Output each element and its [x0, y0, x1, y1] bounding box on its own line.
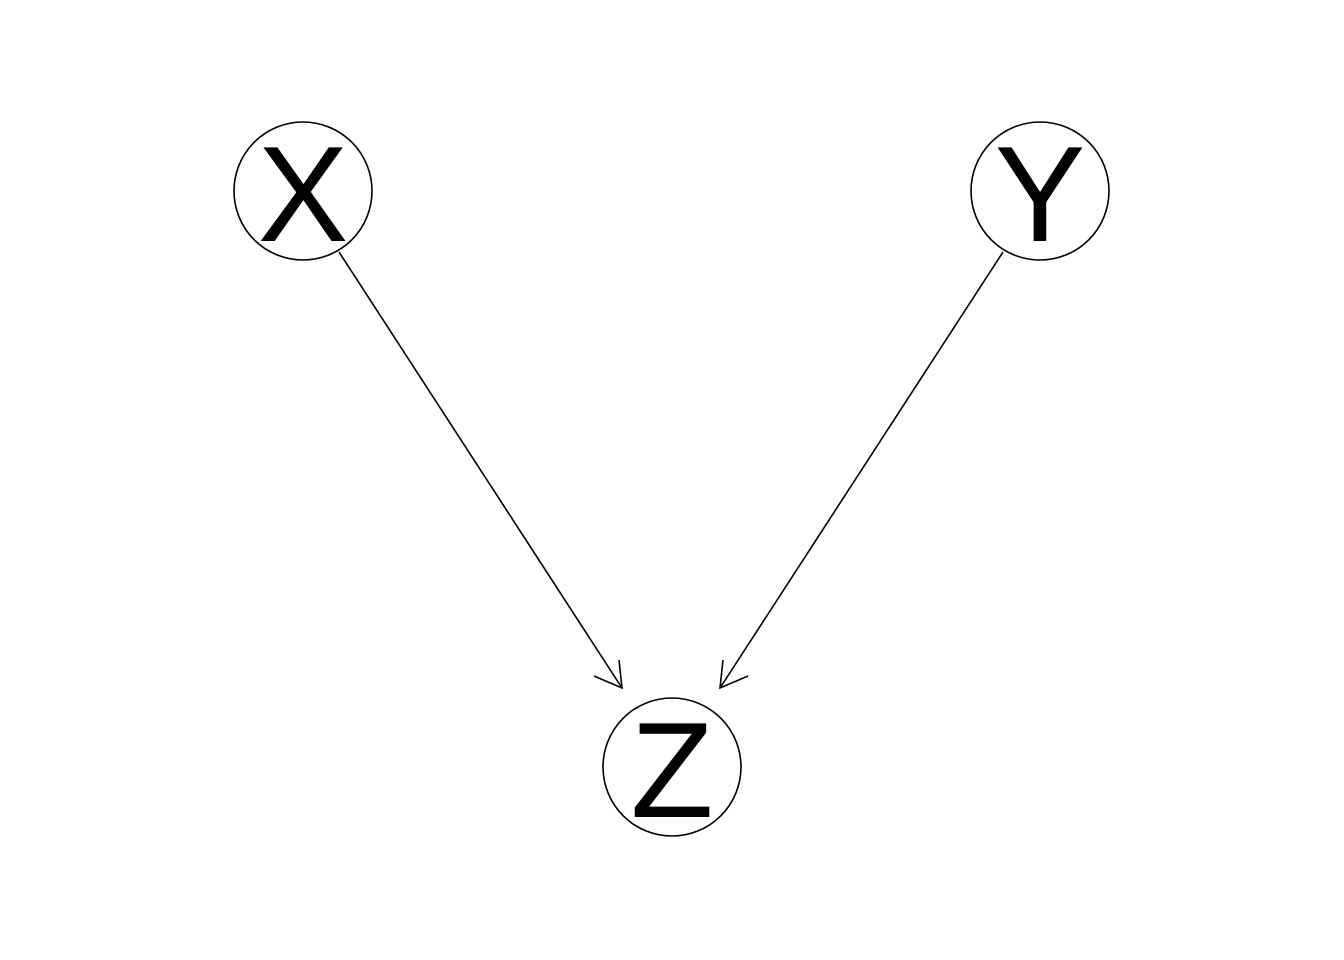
edge-x-to-z-arrowhead: [593, 659, 623, 690]
node-y: Y: [970, 118, 1110, 270]
node-z-circle: [602, 697, 742, 837]
node-z: Z: [602, 694, 742, 846]
edge-y-to-z-arrowhead: [719, 659, 749, 690]
edge-y-to-z-line: [719, 251, 1004, 689]
edge-y-to-z: [719, 251, 1004, 690]
edge-x-to-z-line: [338, 251, 623, 689]
edge-x-to-z: [338, 251, 623, 690]
node-y-circle: [970, 121, 1110, 261]
node-y-label: Y: [995, 118, 1086, 270]
node-x: X: [233, 118, 373, 270]
node-x-circle: [233, 121, 373, 261]
node-z-label: Z: [630, 694, 713, 846]
node-x-label: X: [258, 118, 349, 270]
